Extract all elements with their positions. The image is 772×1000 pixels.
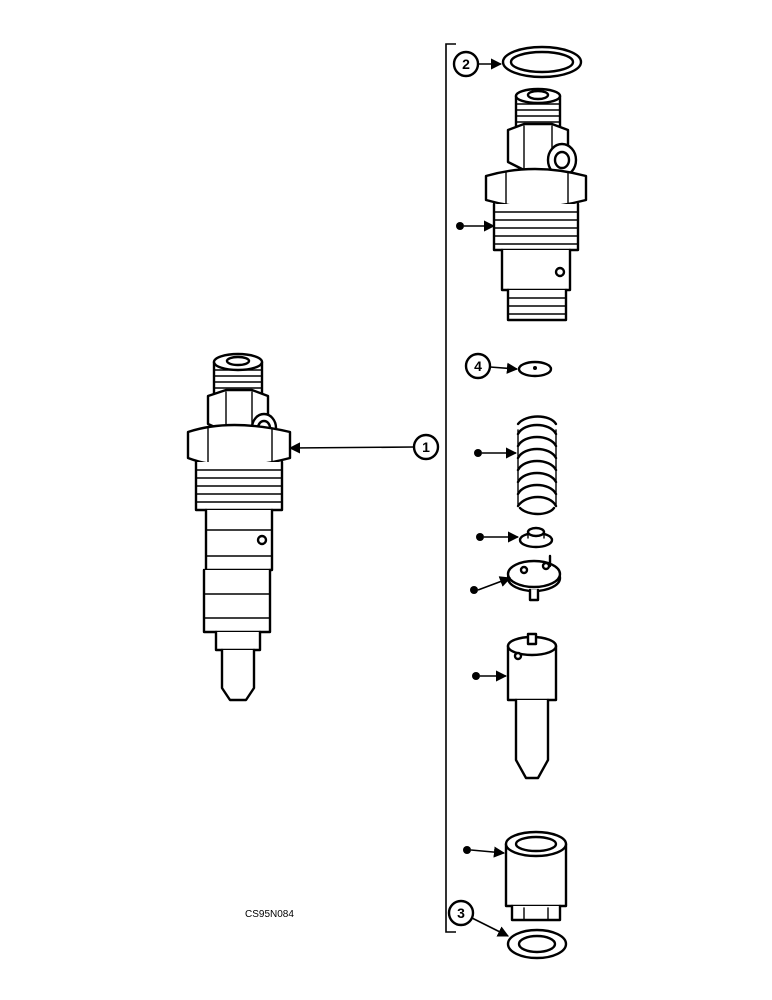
- group-bracket: [445, 43, 456, 933]
- injector-nozzle: [506, 632, 558, 780]
- spring-seat: [518, 526, 554, 549]
- svg-text:4: 4: [474, 358, 482, 374]
- seal-washer-bottom: [506, 928, 568, 960]
- nozzle-holder-body: [484, 87, 588, 322]
- leader-disc: [477, 576, 512, 591]
- seal-ring-top: [501, 45, 583, 79]
- drawing-code: CS95N084: [245, 909, 294, 920]
- nozzle-retaining-nut: [504, 830, 568, 922]
- callout-1: 1: [288, 433, 440, 461]
- shim-washer: [517, 360, 553, 378]
- leader-dot-seat: [476, 533, 484, 541]
- leader-dot-disc: [470, 586, 478, 594]
- intermediate-disc: [506, 554, 562, 602]
- callout-4: 4: [464, 352, 519, 380]
- svg-text:1: 1: [422, 439, 430, 455]
- leader-dot-body: [456, 222, 464, 230]
- svg-text:2: 2: [462, 56, 470, 72]
- leader-dot-spring: [474, 449, 482, 457]
- leader-nut: [470, 846, 506, 858]
- pressure-spring: [516, 415, 558, 516]
- assembled-injector: [186, 352, 292, 702]
- leader-dot-nozzle: [472, 672, 480, 680]
- svg-text:3: 3: [457, 905, 465, 921]
- leader-dot-nut: [463, 846, 471, 854]
- callout-3: 3: [447, 899, 510, 937]
- callout-2: 2: [452, 50, 503, 78]
